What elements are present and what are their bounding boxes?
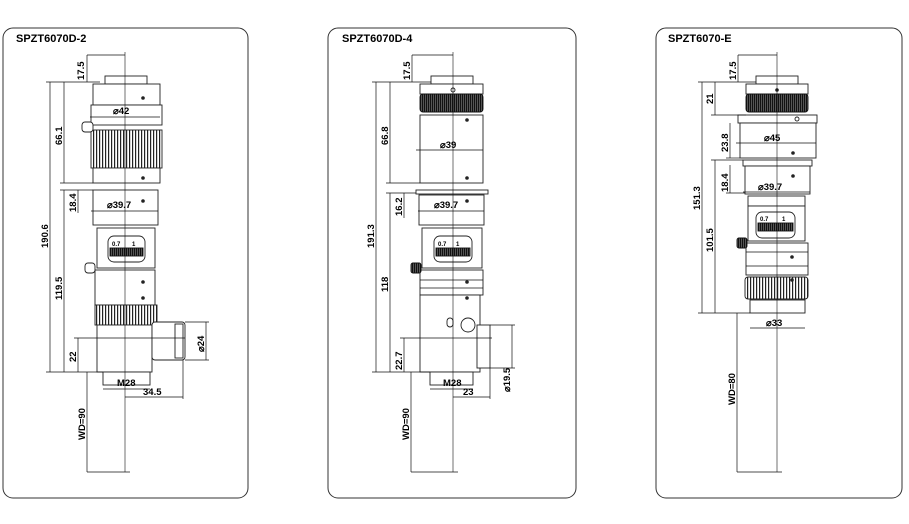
dim-wd: WD=90 bbox=[77, 408, 88, 440]
lens-panel-1: SPZT6070D-2 0.7 1 bbox=[2, 27, 249, 499]
dim-upper: 66.8 bbox=[380, 127, 391, 146]
model-title: SPZT6070D-2 bbox=[16, 33, 86, 45]
model-title: SPZT6070-E bbox=[668, 33, 732, 45]
lens-panel-2: SPZT6070D-4 0.7 1 bbox=[327, 27, 577, 499]
scale-label-low: 0.7 bbox=[112, 242, 121, 248]
lens-body: 0.7 1 bbox=[81, 75, 186, 386]
dimension-labels: 17.5 191.3 66.8 118 16.2 22.7 ⌀39 ⌀39.7 … bbox=[366, 61, 513, 440]
dim-dia-top: ⌀39 bbox=[440, 140, 456, 151]
lens-panel-3: SPZT6070-E 0.7 1 bbox=[655, 27, 903, 499]
dim-mount: M28 bbox=[443, 378, 461, 389]
dim-top: 17.5 bbox=[728, 61, 739, 80]
dim-port-height: 22.7 bbox=[394, 352, 405, 371]
dim-port-dia: ⌀19.5 bbox=[502, 367, 513, 392]
lock-knob bbox=[410, 262, 422, 274]
dim-upper: 21 bbox=[705, 93, 716, 104]
dimension-lines bbox=[46, 52, 209, 473]
lens-body: 0.7 1 bbox=[410, 75, 491, 386]
dim-lower: 101.5 bbox=[705, 228, 716, 252]
dim-port-offset: 34.5 bbox=[143, 387, 162, 398]
scale-label-high: 1 bbox=[782, 217, 786, 223]
dim-port-height: 22 bbox=[68, 351, 79, 362]
dim-port-dia: ⌀24 bbox=[196, 335, 207, 352]
model-title: SPZT6070D-4 bbox=[342, 33, 413, 45]
dim-mid: 16.2 bbox=[394, 198, 405, 217]
dim-dia-mid: ⌀39.7 bbox=[758, 182, 782, 193]
dimension-labels: 17.5 190.6 66.1 119.5 18.4 22 ⌀42 ⌀39.7 … bbox=[40, 61, 207, 440]
dim-upper2: 23.8 bbox=[720, 134, 731, 153]
lock-knob bbox=[84, 262, 96, 274]
dim-wd: WD=90 bbox=[401, 408, 412, 440]
dim-lower: 118 bbox=[380, 277, 391, 292]
dim-top: 17.5 bbox=[402, 61, 413, 80]
dim-upper: 66.1 bbox=[54, 126, 65, 145]
dim-dia-mid: ⌀39.7 bbox=[107, 200, 131, 211]
dim-dia-top: ⌀45 bbox=[764, 133, 781, 144]
scale-label-high: 1 bbox=[456, 242, 460, 248]
lock-knob bbox=[736, 237, 748, 249]
dim-mid: 18.4 bbox=[720, 173, 731, 192]
scale-label-high: 1 bbox=[132, 242, 136, 248]
dimension-lines bbox=[372, 52, 515, 473]
dim-wd: WD=80 bbox=[727, 373, 738, 405]
dim-top: 17.5 bbox=[76, 61, 87, 80]
dim-mid: 18.4 bbox=[68, 193, 79, 212]
dim-dia-top: ⌀42 bbox=[113, 106, 129, 117]
dim-total: 151.3 bbox=[692, 186, 703, 210]
lock-knob bbox=[81, 121, 94, 133]
dim-lower: 119.5 bbox=[54, 276, 65, 300]
dim-dia-mid: ⌀39.7 bbox=[434, 200, 458, 211]
dim-mount: M28 bbox=[117, 378, 135, 389]
dim-dia-bottom: ⌀33 bbox=[766, 318, 782, 329]
dim-port-offset: 23 bbox=[463, 387, 474, 398]
dim-total: 190.6 bbox=[40, 224, 51, 248]
scale-label-low: 0.7 bbox=[438, 242, 447, 248]
scale-label-low: 0.7 bbox=[760, 217, 769, 223]
dimension-labels: 17.5 151.3 21 23.8 101.5 18.4 ⌀45 ⌀39.7 … bbox=[692, 61, 782, 405]
dim-total: 191.3 bbox=[366, 224, 377, 248]
lens-body: 0.7 1 bbox=[736, 75, 818, 314]
dimension-lines bbox=[698, 52, 816, 473]
